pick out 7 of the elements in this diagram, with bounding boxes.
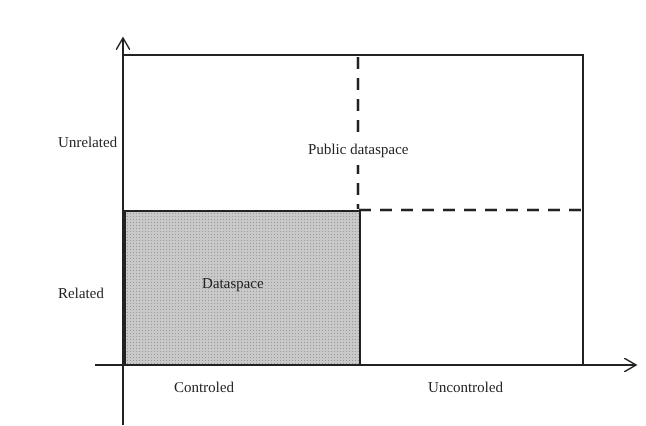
axis-label: Uncontroled [428, 380, 503, 397]
axis-label: Related [58, 286, 104, 303]
axis-label: Unrelated [58, 135, 118, 152]
axis-label: Controled [174, 380, 234, 397]
region-box [122, 54, 584, 366]
shaded-region-box [124, 210, 361, 366]
region-label: Dataspace [202, 276, 264, 293]
